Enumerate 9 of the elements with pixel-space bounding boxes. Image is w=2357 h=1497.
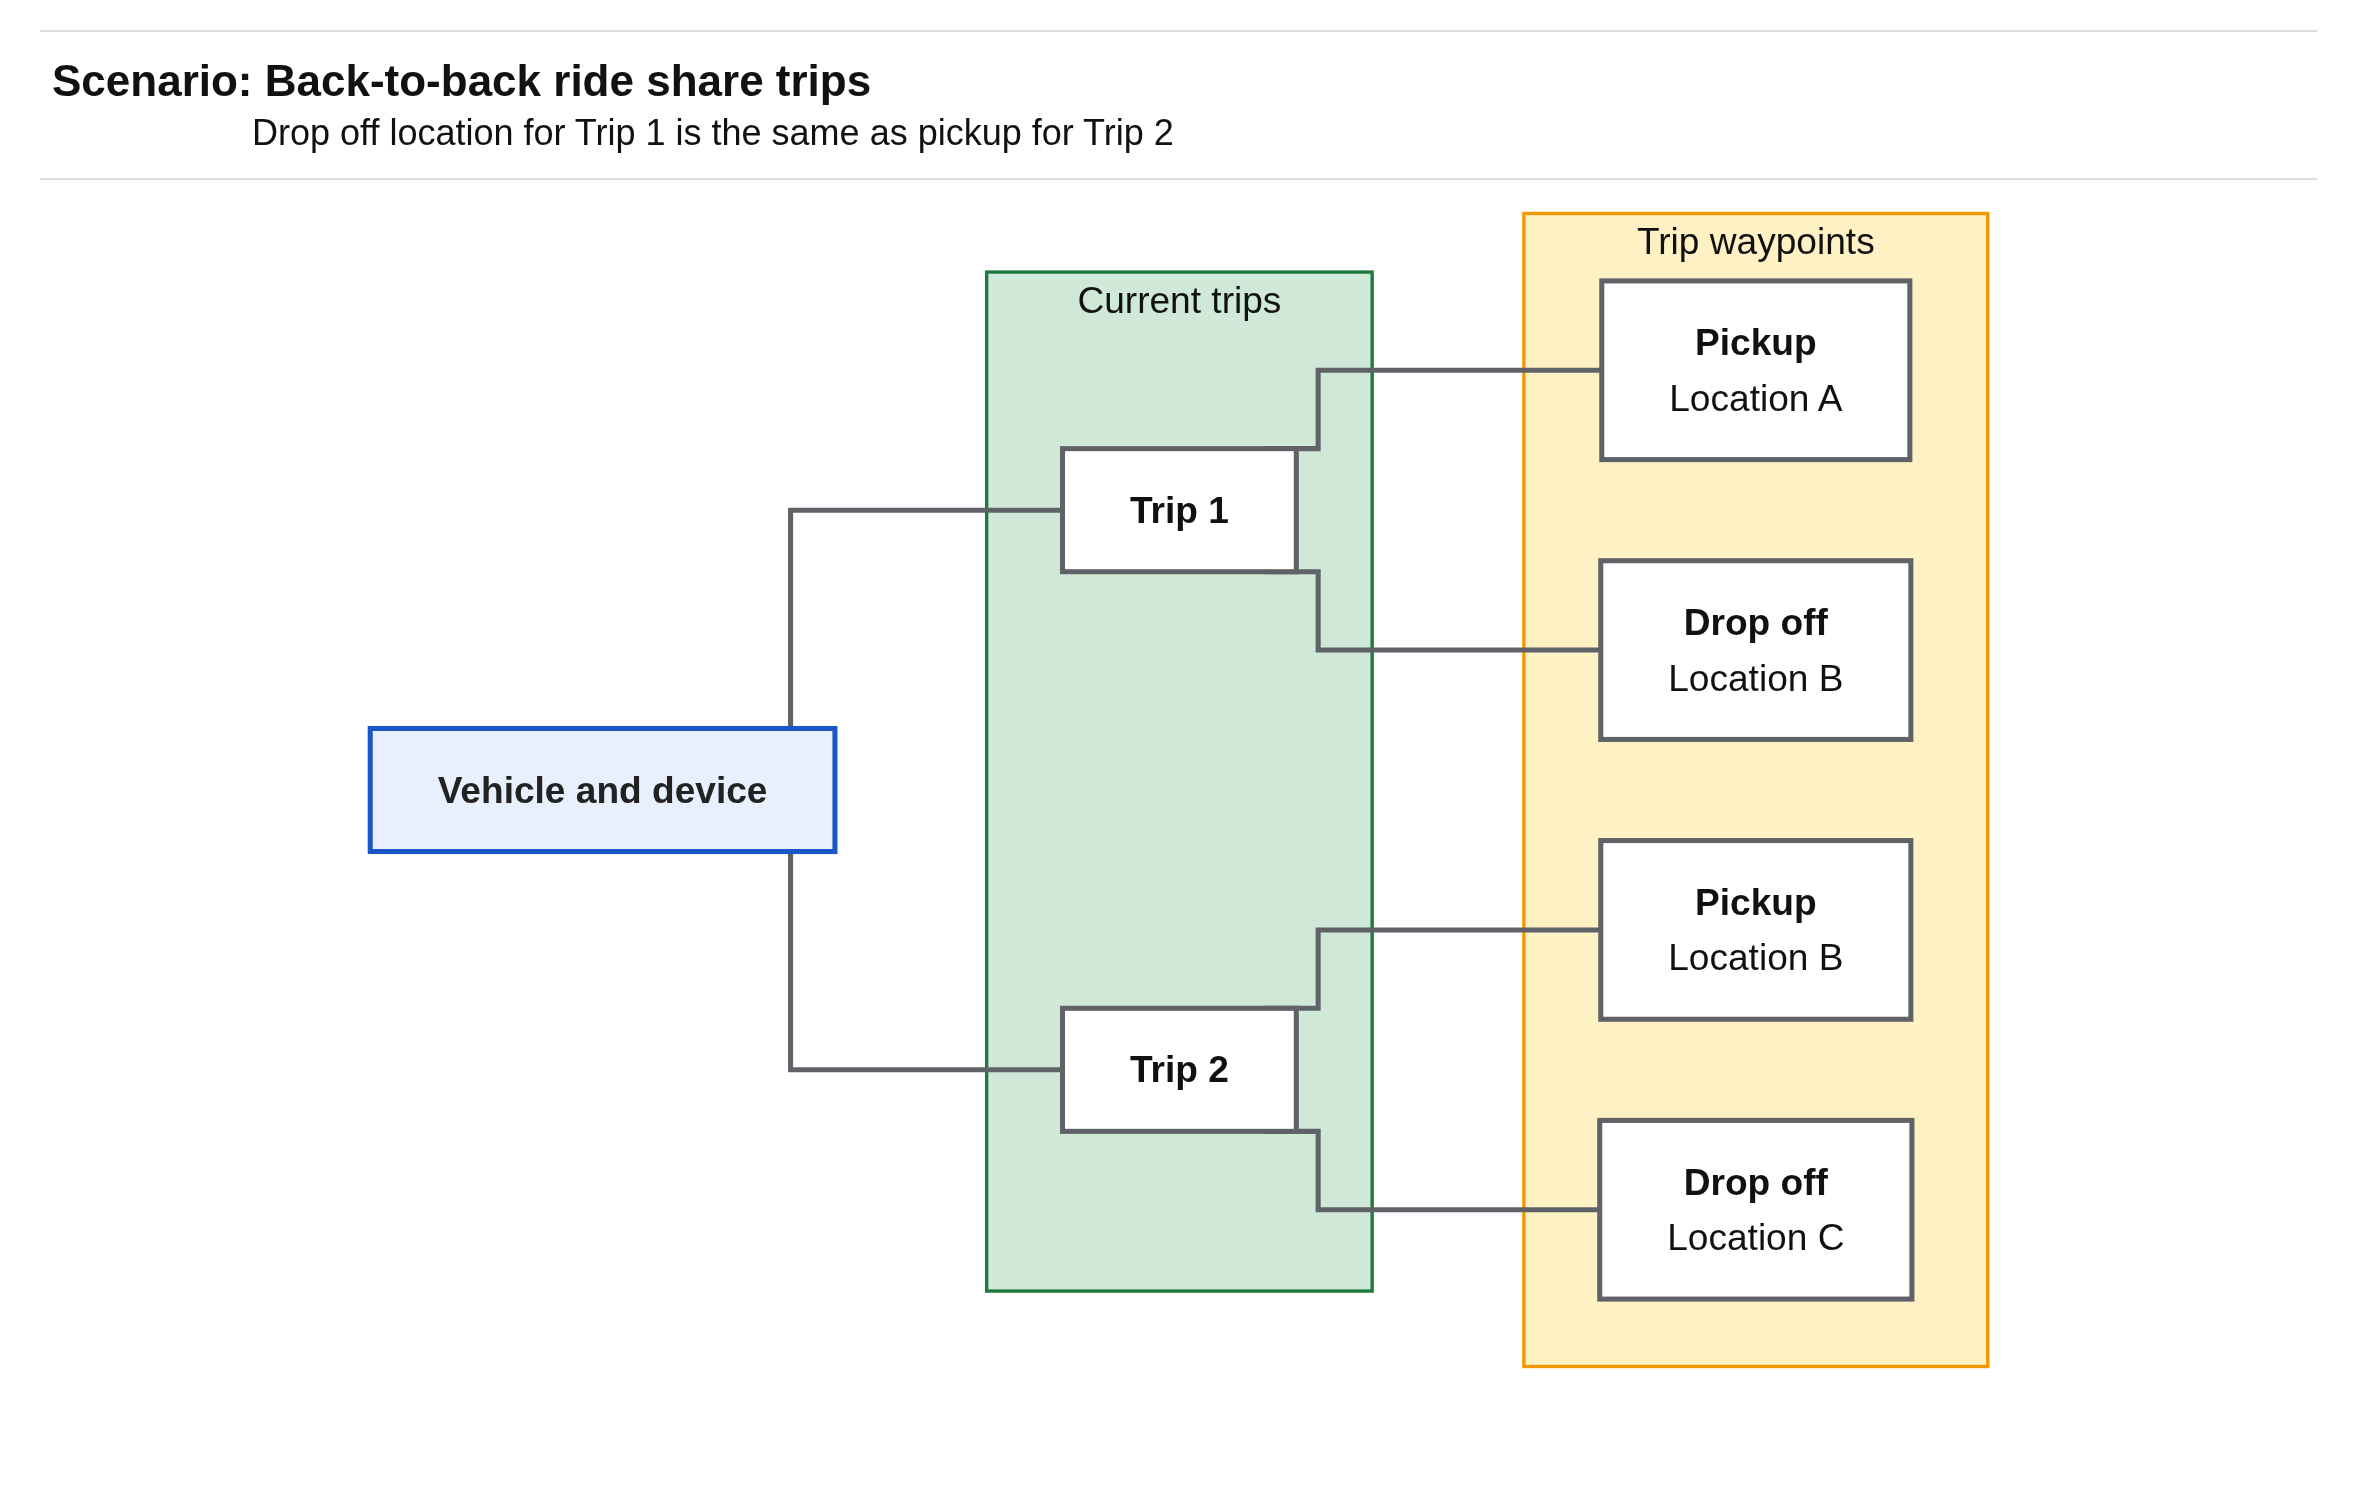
node-box: Vehicle and device (367, 725, 837, 855)
diagram-title: Scenario: Back-to-back ride share trips (52, 56, 873, 106)
node-box: Pickup Location A (1598, 278, 1912, 463)
node-box: Trip 1 (1059, 446, 1299, 575)
node-box: Trip 2 (1059, 1005, 1299, 1134)
subtitle-note: Drop off location for Trip 1 is the same as pickup for Trip 2 (252, 112, 1175, 154)
node-box: Drop off Location B (1597, 558, 1913, 742)
node-box: Drop off Location C (1596, 1117, 1914, 1302)
node-box: Pickup Location B (1597, 838, 1913, 1022)
